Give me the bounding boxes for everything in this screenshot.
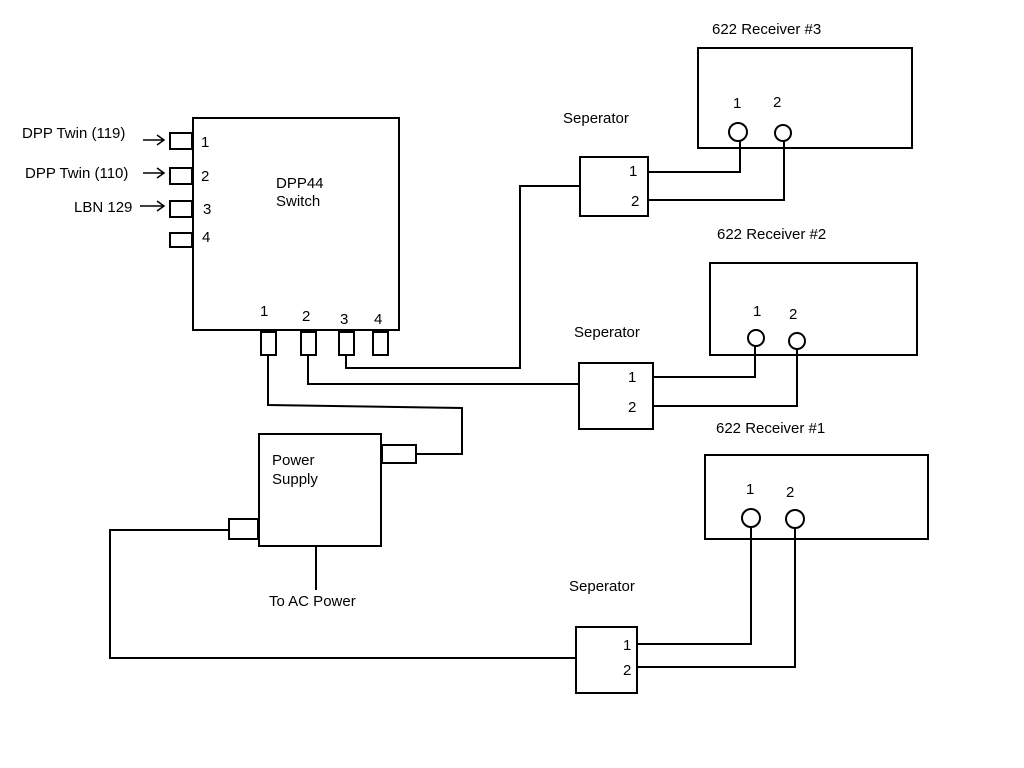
wire-switch-out1-to-power bbox=[267, 355, 463, 455]
input-label-1: DPP Twin (119) bbox=[22, 125, 125, 142]
switch-output-number-3: 3 bbox=[340, 311, 348, 328]
receiver-3: 622 Receiver #3 1 2 bbox=[697, 21, 913, 149]
receiver-2: 622 Receiver #2 1 2 bbox=[709, 226, 918, 356]
separator-top-box bbox=[579, 156, 649, 217]
receiver-2-port-1 bbox=[747, 329, 765, 347]
receiver-1-port1-number: 1 bbox=[746, 481, 754, 498]
receiver-2-port1-number: 1 bbox=[753, 303, 761, 320]
receiver-2-port-2 bbox=[788, 332, 806, 350]
receiver-2-box bbox=[709, 262, 918, 356]
separator-bottom-label: Seperator bbox=[569, 578, 635, 595]
switch-box bbox=[192, 117, 400, 331]
receiver-1-label: 622 Receiver #1 bbox=[716, 420, 825, 437]
switch-title-line2: Switch bbox=[276, 193, 320, 210]
power-supply-line2: Supply bbox=[272, 471, 318, 488]
receiver-1-box bbox=[704, 454, 929, 540]
separator-top-label: Seperator bbox=[563, 110, 629, 127]
switch-output-number-1: 1 bbox=[260, 303, 268, 320]
receiver-2-label: 622 Receiver #2 bbox=[717, 226, 826, 243]
switch-input-number-3: 3 bbox=[203, 201, 211, 218]
input-arrow-2 bbox=[143, 167, 166, 179]
switch-input-port-1 bbox=[169, 132, 193, 150]
wire-separator-middle-port2-to-receiver-2 bbox=[653, 349, 798, 407]
wire-separator-top-port1-to-receiver-3 bbox=[648, 141, 741, 173]
power-supply-port-left bbox=[228, 518, 259, 540]
ac-power-label: To AC Power bbox=[269, 593, 356, 610]
power-supply-line1: Power bbox=[272, 452, 315, 469]
separator-middle: Seperator 1 2 bbox=[574, 324, 654, 430]
switch-output-port-2 bbox=[300, 331, 317, 356]
separator-top-port1: 1 bbox=[629, 163, 637, 180]
input-label-2: DPP Twin (110) bbox=[25, 165, 128, 182]
switch-title-line1: DPP44 bbox=[276, 175, 324, 192]
separator-middle-label: Seperator bbox=[574, 324, 640, 341]
separator-bottom-port2: 2 bbox=[623, 662, 631, 679]
separator-bottom-port1: 1 bbox=[623, 637, 631, 654]
separator-bottom: Seperator 1 2 bbox=[569, 578, 638, 694]
power-supply-port-right bbox=[381, 444, 417, 464]
switch-output-number-2: 2 bbox=[302, 308, 310, 325]
power-supply-box bbox=[258, 433, 382, 547]
wire-switch-out2-to-separator-middle bbox=[307, 355, 579, 385]
receiver-3-box bbox=[697, 47, 913, 149]
switch-input-port-2 bbox=[169, 167, 193, 185]
power-supply: Power Supply To AC Power bbox=[228, 433, 417, 610]
switch-output-port-3 bbox=[338, 331, 355, 356]
separator-middle-port2: 2 bbox=[628, 399, 636, 416]
switch-input-number-1: 1 bbox=[201, 134, 209, 151]
wire-power-to-separator-bottom bbox=[109, 529, 576, 659]
wire-separator-middle-port1-to-receiver-2 bbox=[653, 346, 756, 378]
switch-input-number-2: 2 bbox=[201, 168, 209, 185]
receiver-1-port-1 bbox=[741, 508, 761, 528]
dpp44-switch: DPP44 Switch 1 2 3 4 1 2 3 4 bbox=[169, 117, 400, 356]
switch-input-number-4: 4 bbox=[202, 229, 210, 246]
separator-middle-port1: 1 bbox=[628, 369, 636, 386]
separator-top: Seperator 1 2 bbox=[563, 110, 649, 217]
wire-switch-out3-to-separator-top bbox=[345, 185, 580, 369]
separator-middle-box bbox=[578, 362, 654, 430]
separator-bottom-box bbox=[575, 626, 638, 694]
receiver-3-label: 622 Receiver #3 bbox=[712, 21, 821, 38]
switch-output-number-4: 4 bbox=[374, 311, 382, 328]
separator-top-port2: 2 bbox=[631, 193, 639, 210]
wire-separator-bottom-port1-to-receiver-1 bbox=[637, 527, 752, 645]
input-labels: DPP Twin (119) DPP Twin (110) LBN 129 bbox=[22, 125, 166, 216]
wire-separator-top-port2-to-receiver-3 bbox=[648, 141, 785, 201]
receiver-1: 622 Receiver #1 1 2 bbox=[704, 420, 929, 540]
wire-separator-bottom-port2-to-receiver-1 bbox=[637, 528, 796, 668]
switch-output-port-4 bbox=[372, 331, 389, 356]
input-arrow-3 bbox=[140, 200, 166, 212]
switch-input-port-3 bbox=[169, 200, 193, 218]
switch-input-port-4 bbox=[169, 232, 193, 248]
receiver-3-port-1 bbox=[728, 122, 748, 142]
receiver-1-port-2 bbox=[785, 509, 805, 529]
receiver-3-port-2 bbox=[774, 124, 792, 142]
receiver-3-port1-number: 1 bbox=[733, 95, 741, 112]
switch-output-port-1 bbox=[260, 331, 277, 356]
wires bbox=[109, 141, 798, 668]
receiver-1-port2-number: 2 bbox=[786, 484, 794, 501]
input-arrow-1 bbox=[143, 134, 166, 146]
receiver-2-port2-number: 2 bbox=[789, 306, 797, 323]
input-label-3: LBN 129 bbox=[74, 199, 132, 216]
receiver-3-port2-number: 2 bbox=[773, 94, 781, 111]
